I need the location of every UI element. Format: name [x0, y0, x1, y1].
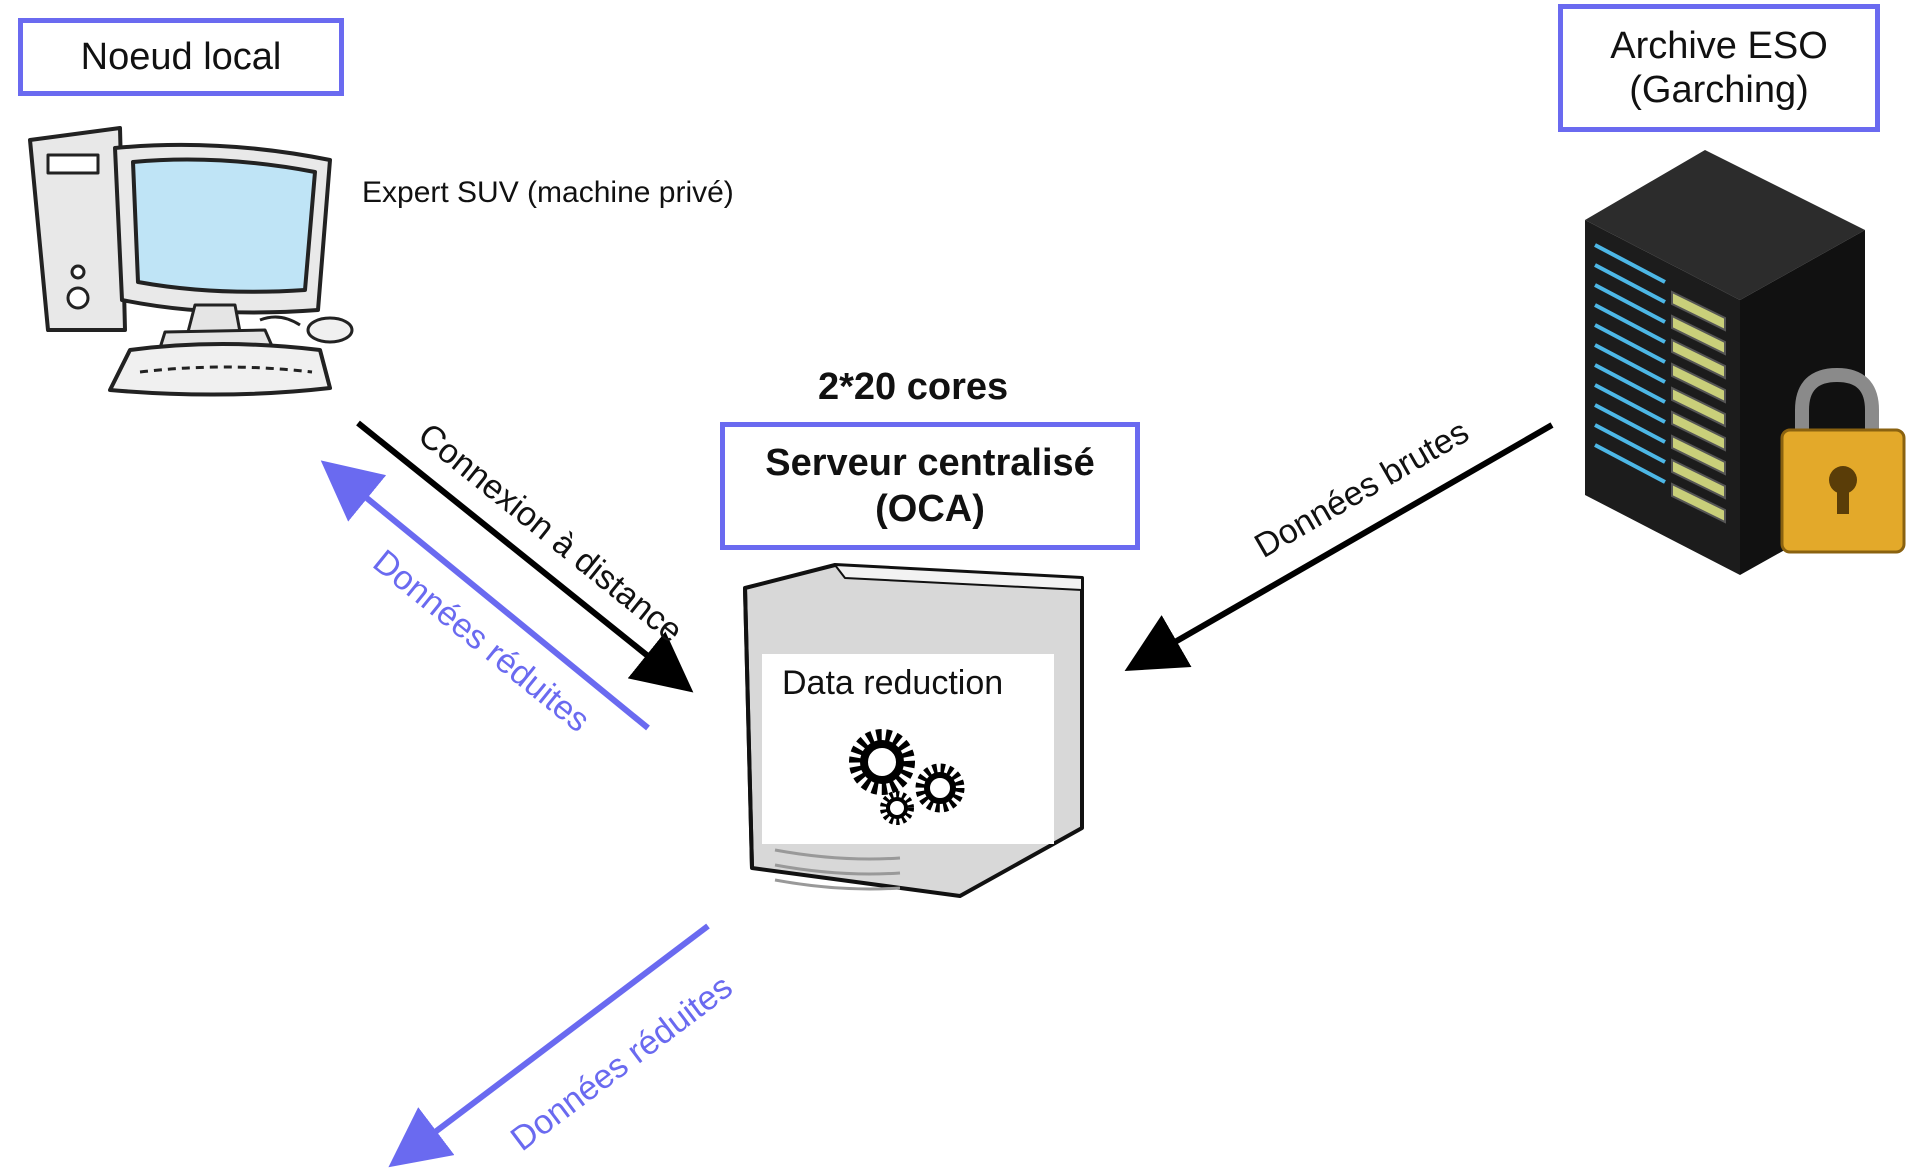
server-title: Serveur centralisé [765, 442, 1095, 484]
arrow-remote-connection [356, 420, 694, 693]
local-node-caption: Expert SUV (machine privé) [362, 176, 734, 209]
arrow-reduced-data-up [320, 460, 650, 731]
data-reduction-panel [762, 654, 1054, 844]
archive-title: Archive ESO [1610, 25, 1828, 67]
archive-box: Archive ESO (Garching) [1558, 4, 1880, 132]
local-node-box: Noeud local [18, 18, 344, 96]
data-reduction-label: Data reduction [782, 664, 1004, 702]
arrow-raw-data [1124, 422, 1554, 671]
padlock-icon [1780, 367, 1906, 554]
arrow-reduced-data-down [388, 923, 710, 1168]
local-node-title: Noeud local [80, 35, 282, 78]
desktop-computer-icon [28, 126, 354, 397]
archive-location: (Garching) [1629, 69, 1809, 111]
server-location: (OCA) [875, 488, 985, 530]
server-cores: 2*20 cores [818, 366, 1009, 408]
gears-icon [849, 729, 965, 825]
server-box: Serveur centralisé (OCA) [720, 422, 1140, 550]
